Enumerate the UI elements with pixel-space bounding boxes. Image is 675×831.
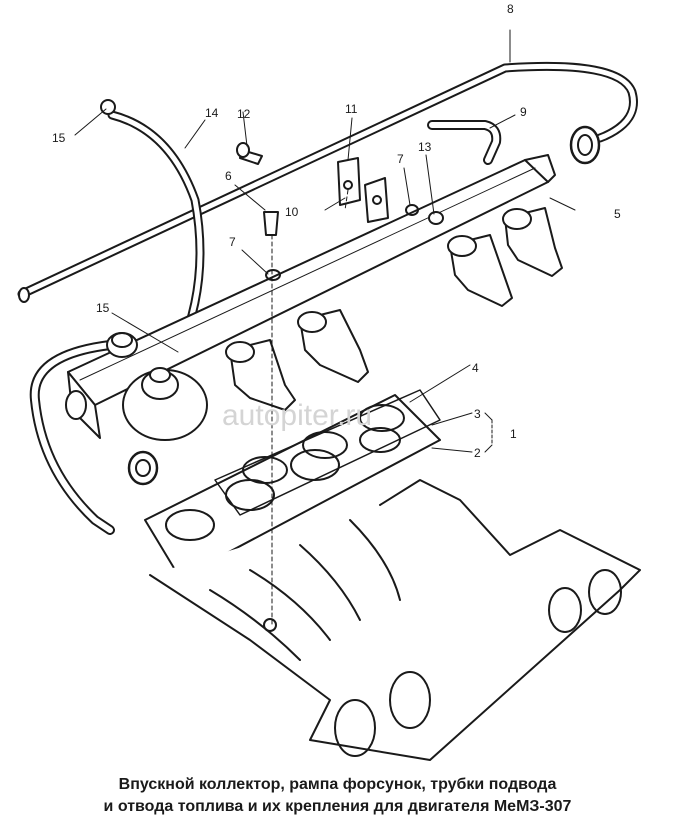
callout-7-lower: 7 — [229, 235, 236, 249]
callout-9: 9 — [520, 105, 527, 119]
callout-7-upper: 7 — [397, 152, 404, 166]
callout-13: 13 — [418, 140, 432, 154]
callout-3: 3 — [474, 407, 481, 421]
callout-15-upper: 15 — [52, 131, 66, 145]
callout-6: 6 — [225, 169, 232, 183]
callout-10: 10 — [285, 205, 299, 219]
fuel-supply-tube — [427, 120, 502, 165]
injector-4 — [502, 207, 563, 277]
leader-lines — [74, 29, 576, 453]
fuel-rail — [65, 154, 556, 439]
bolt-6 — [263, 211, 279, 236]
callout-1: 1 — [510, 427, 517, 441]
caption-line-1: Впускной коллектор, рампа форсунок, труб… — [118, 776, 557, 793]
mounting-bracket — [337, 157, 389, 223]
callout-5: 5 — [614, 207, 621, 221]
bolt-12 — [236, 142, 263, 165]
injector-2 — [297, 309, 369, 383]
callout-8: 8 — [507, 2, 514, 16]
callout-4: 4 — [472, 361, 479, 375]
stud-guide-lines — [271, 189, 349, 626]
callout-11: 11 — [345, 102, 358, 116]
watermark-text: autopiter.ru — [222, 399, 372, 432]
injector-3 — [447, 234, 513, 307]
washer-7 — [265, 204, 444, 281]
callout-2: 2 — [474, 446, 481, 460]
pressure-regulator — [106, 332, 208, 441]
caption-line-2: и отвода топлива и их крепления для двиг… — [103, 798, 572, 815]
engine-parts-diagram: autopiter.ru 8 9 5 11 10 7 13 12 6 7 14 … — [17, 2, 641, 761]
fuel-return-tube — [17, 61, 638, 303]
figure-caption: Впускной коллектор, рампа форсунок, труб… — [0, 774, 675, 818]
gasket — [144, 389, 441, 579]
callout-15-lower: 15 — [96, 301, 110, 315]
callout-14: 14 — [205, 106, 219, 120]
fuel-tube-lower — [29, 340, 159, 535]
callout-12: 12 — [237, 107, 251, 121]
callout-labels: 8 9 5 11 10 7 13 12 6 7 14 15 15 4 3 2 1 — [52, 2, 621, 460]
